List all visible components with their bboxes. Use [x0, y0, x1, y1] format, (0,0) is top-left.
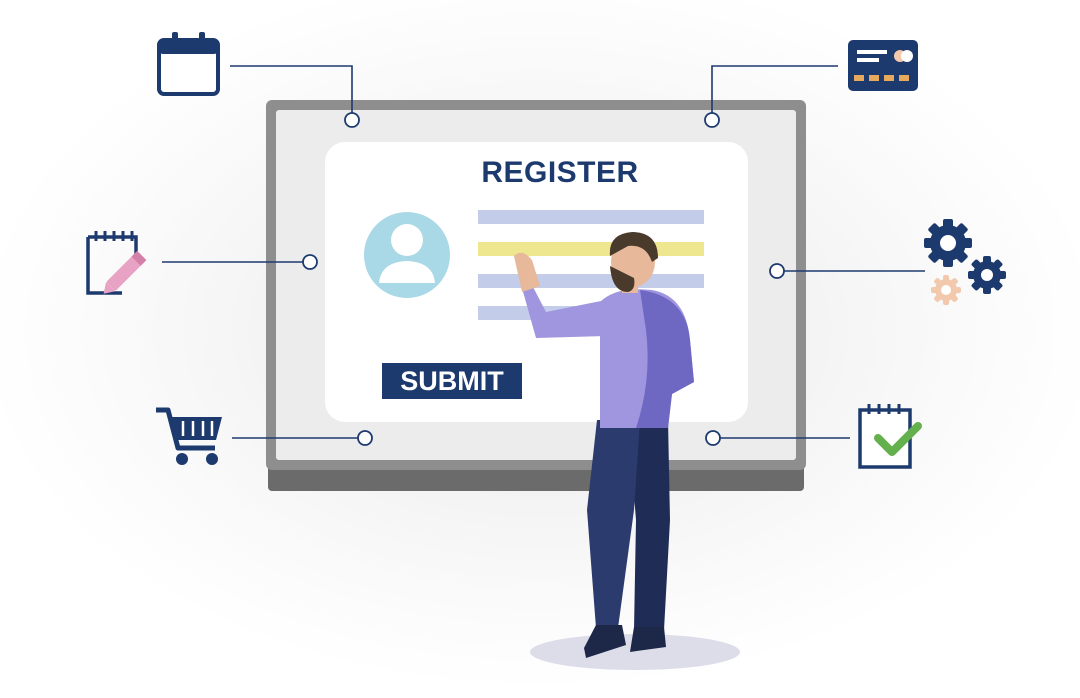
connector-lines: [162, 65, 925, 439]
submit-button[interactable]: SUBMIT: [382, 363, 522, 399]
calendar-icon: [157, 32, 220, 96]
checklist-icon: [858, 404, 922, 469]
form-field-1: [478, 210, 704, 224]
register-title: REGISTER: [481, 156, 639, 189]
credit-card-icon: [848, 40, 918, 91]
floor-shadow: [530, 634, 740, 670]
user-avatar-icon: [364, 212, 450, 298]
form-field-2: [478, 242, 704, 256]
connector-dots: [302, 112, 785, 446]
gears-icon: [924, 219, 1006, 305]
notepad-pencil-icon: [86, 231, 147, 295]
shopping-cart-icon: [156, 407, 222, 465]
form-field-3: [478, 274, 704, 288]
person: [514, 232, 694, 658]
